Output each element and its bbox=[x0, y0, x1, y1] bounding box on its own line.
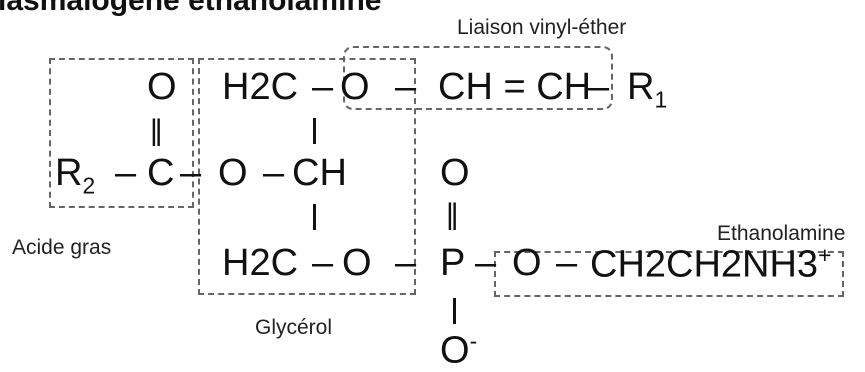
diagram-title: lasmalogène éthanolamine bbox=[0, 0, 382, 17]
bond-row2-3: – bbox=[263, 152, 285, 194]
label-glycerol: Glycérol bbox=[255, 316, 333, 339]
box-fatty-acid bbox=[49, 58, 194, 208]
label-fatty-acid: Acide gras bbox=[12, 236, 112, 259]
bond-row3-4: – bbox=[556, 242, 578, 284]
bond-vertical-glycerol-top bbox=[313, 118, 316, 144]
charge-minus: - bbox=[469, 328, 478, 354]
charge-plus: + bbox=[818, 242, 832, 268]
r1-subscript: 1 bbox=[654, 86, 668, 113]
double-bond-carbonyl: || bbox=[150, 114, 162, 147]
bond-row1-2: – bbox=[395, 66, 417, 108]
group-r2: R2 bbox=[55, 152, 96, 199]
r2-subscript: 2 bbox=[82, 172, 96, 199]
group-vinyl: CH = CH bbox=[438, 66, 592, 108]
atom-phosphate-oxygen-right: O bbox=[512, 242, 542, 284]
atom-ether-oxygen: O bbox=[340, 66, 370, 108]
bond-row3-3: – bbox=[475, 242, 497, 284]
box-vinyl-ether bbox=[343, 46, 613, 110]
group-ch: CH bbox=[292, 152, 347, 194]
atom-ester-oxygen: O bbox=[218, 152, 248, 194]
atom-phosphorus: P bbox=[440, 242, 466, 284]
atom-phosphate-oxygen-negative: O- bbox=[440, 328, 478, 372]
box-ethanolamine bbox=[494, 251, 844, 297]
box-glycerol bbox=[198, 58, 416, 295]
label-ethanolamine: Ethanolamine bbox=[717, 222, 846, 245]
group-h2c-top: H2C bbox=[222, 66, 299, 108]
bond-row3-1: – bbox=[312, 242, 334, 284]
bond-vertical-phosphate bbox=[453, 298, 456, 324]
atom-carbonyl-carbon: C bbox=[147, 152, 175, 194]
group-r1: R1 bbox=[627, 66, 668, 113]
bond-vertical-glycerol-bottom bbox=[313, 204, 316, 230]
group-h2c-bottom: H2C bbox=[222, 242, 299, 284]
label-vinyl-ether: Liaison vinyl-éther bbox=[457, 16, 627, 39]
atom-glycerol-oxygen: O bbox=[342, 242, 372, 284]
bond-row1-3: – bbox=[588, 66, 610, 108]
bond-row2-1: – bbox=[115, 152, 137, 194]
bond-row3-2: – bbox=[395, 242, 417, 284]
group-ethanolamine: CH2CH2NH3+ bbox=[590, 242, 832, 286]
bond-row2-2: – bbox=[180, 152, 202, 194]
bond-row1-1: – bbox=[312, 66, 334, 108]
atom-phosphate-oxygen-top: O bbox=[440, 152, 470, 194]
double-bond-phosphate: || bbox=[446, 198, 458, 231]
atom-carbonyl-oxygen: O bbox=[147, 66, 177, 108]
